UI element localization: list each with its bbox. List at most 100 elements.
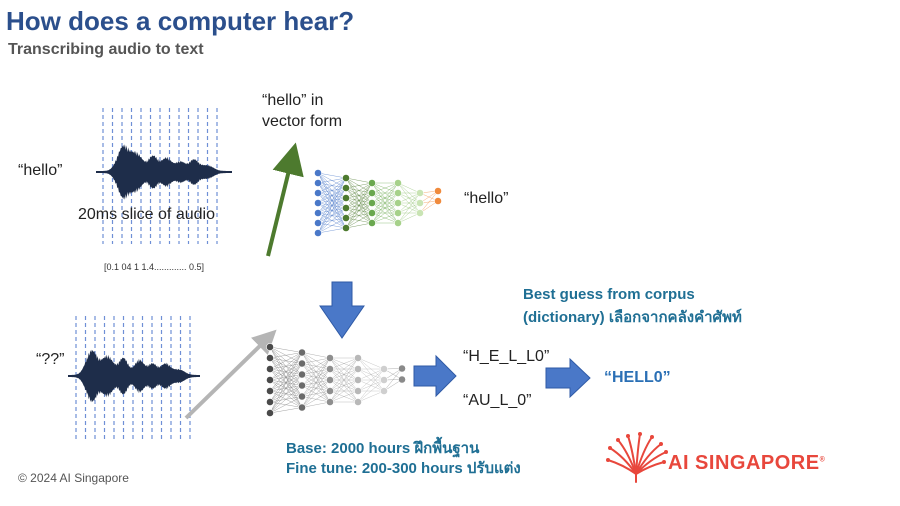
nn-edge bbox=[345, 182, 373, 199]
logo-node bbox=[616, 438, 620, 442]
bottom-input-label: “??” bbox=[36, 351, 65, 368]
nn-edge bbox=[301, 368, 331, 408]
nn-node bbox=[434, 187, 442, 195]
nn-edge bbox=[269, 352, 303, 403]
audio-slice-label: 20ms slice of audio bbox=[78, 206, 215, 223]
nn-node bbox=[314, 169, 322, 177]
nn-edge bbox=[269, 396, 303, 414]
logo-node bbox=[608, 446, 612, 450]
nn-edge bbox=[301, 379, 331, 408]
nn-node bbox=[434, 197, 442, 205]
nn-node bbox=[394, 179, 402, 187]
down-block-arrow bbox=[319, 281, 365, 339]
logo-node bbox=[626, 434, 630, 438]
nn-edge bbox=[329, 368, 359, 403]
nn-edge bbox=[371, 182, 399, 224]
ai-singapore-logo-icon bbox=[606, 432, 668, 483]
nn-edge bbox=[317, 177, 347, 234]
logo-branch bbox=[607, 459, 637, 475]
top-neural-network bbox=[314, 169, 442, 237]
nn-edge bbox=[357, 390, 385, 403]
nn-edge bbox=[371, 212, 399, 224]
nn-edge bbox=[269, 352, 303, 414]
nn-node bbox=[398, 375, 406, 384]
nn-node bbox=[354, 354, 362, 362]
top-audio-slice-lines bbox=[102, 108, 218, 244]
gray-diagonal-arrow bbox=[184, 329, 277, 420]
nn-node bbox=[394, 189, 402, 197]
nn-edge bbox=[269, 363, 303, 414]
vector-values: [0.1 04 1 1.4............. 0.5] bbox=[104, 262, 205, 272]
right-block-arrow-1 bbox=[413, 354, 457, 398]
nn-edge bbox=[301, 357, 331, 375]
nn-node bbox=[368, 219, 376, 227]
nn-edge bbox=[357, 368, 385, 381]
nn-node bbox=[368, 209, 376, 217]
nn-node bbox=[416, 199, 424, 207]
logo-node bbox=[662, 460, 666, 464]
nn-edge bbox=[357, 368, 385, 403]
right-block-arrow-2 bbox=[545, 357, 591, 399]
nn-edge bbox=[329, 357, 359, 403]
nn-edge bbox=[269, 352, 303, 370]
logo-node bbox=[606, 458, 610, 462]
nn-edge bbox=[301, 401, 331, 408]
nn-node bbox=[326, 354, 334, 362]
nn-node bbox=[368, 179, 376, 187]
nn-node bbox=[380, 387, 388, 395]
nn-edge bbox=[345, 182, 373, 189]
nn-edge bbox=[301, 357, 331, 397]
nn-edge bbox=[397, 192, 421, 214]
top-input-label: “hello” bbox=[18, 162, 63, 179]
nn-node bbox=[326, 387, 334, 395]
nn-edge bbox=[317, 177, 347, 214]
nn-edge bbox=[317, 177, 347, 184]
nn-edge bbox=[329, 357, 359, 370]
nn-node bbox=[416, 189, 424, 197]
nn-edge bbox=[419, 190, 439, 214]
nn-node bbox=[398, 364, 406, 373]
top-output-label: “hello” bbox=[464, 190, 509, 207]
nn-node bbox=[342, 184, 350, 192]
nn-edge bbox=[329, 357, 359, 381]
nn-edge bbox=[301, 390, 331, 408]
nn-edge bbox=[397, 192, 421, 204]
nn-node bbox=[394, 219, 402, 227]
nn-edge bbox=[269, 352, 303, 392]
nn-edge bbox=[269, 407, 303, 414]
nn-edge bbox=[371, 182, 399, 194]
nn-node bbox=[266, 343, 274, 351]
nn-edge bbox=[345, 192, 373, 229]
nn-node bbox=[314, 179, 322, 187]
nn-node bbox=[326, 365, 334, 373]
candidate-2: “AU_L_0” bbox=[463, 392, 532, 409]
nn-node bbox=[298, 348, 306, 357]
nn-edge bbox=[301, 357, 331, 386]
top-audio-waveform bbox=[96, 144, 232, 200]
nn-edge bbox=[301, 357, 331, 408]
nn-node bbox=[266, 365, 274, 373]
nn-node bbox=[342, 174, 350, 182]
nn-node bbox=[380, 376, 388, 384]
logo-node bbox=[659, 442, 663, 446]
nn-node bbox=[354, 387, 362, 395]
bottom-audio-waveform bbox=[68, 349, 200, 403]
page-subtitle: Transcribing audio to text bbox=[8, 41, 204, 58]
nn-edge bbox=[317, 172, 347, 179]
nn-edge bbox=[317, 207, 347, 234]
nn-edge bbox=[345, 222, 373, 229]
nn-edge bbox=[397, 212, 421, 224]
nn-edge bbox=[317, 197, 347, 234]
nn-node bbox=[354, 365, 362, 373]
nn-edge bbox=[371, 202, 399, 224]
nn-node bbox=[266, 387, 274, 395]
corpus-line-2: (dictionary) เลือกจากคลังคำศัพท์ bbox=[523, 309, 742, 326]
nn-node bbox=[298, 370, 306, 379]
nn-edge bbox=[317, 187, 347, 234]
nn-edge bbox=[397, 202, 421, 224]
nn-node bbox=[394, 199, 402, 207]
nn-node bbox=[314, 219, 322, 227]
logo-node bbox=[650, 435, 654, 439]
nn-edge bbox=[345, 182, 373, 219]
nn-node bbox=[326, 376, 334, 384]
